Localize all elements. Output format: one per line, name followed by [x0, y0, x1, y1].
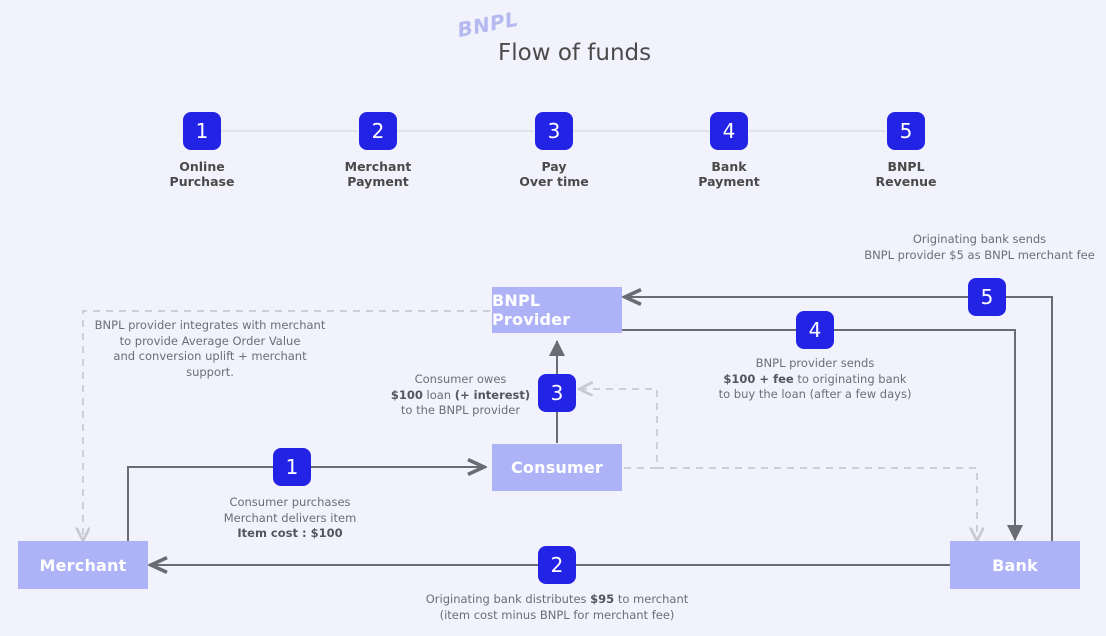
note-distribution: Originating bank distributes $95 to merc… — [413, 592, 701, 623]
wire-badge-2[interactable]: 2 — [538, 546, 576, 584]
step-3[interactable]: 3 Pay Over time — [494, 112, 614, 189]
step-5-badge: 5 — [887, 112, 925, 150]
note-bank-fee-line1: Originating bank sends — [912, 232, 1047, 246]
note-distribution-line1: Originating bank distributes $95 to merc… — [413, 592, 701, 608]
note-bank-fee: Originating bank sends BNPL provider $5 … — [857, 232, 1102, 263]
node-bnpl-provider-label: BNPL Provider — [492, 291, 571, 329]
note-purchase-item-cost: Item cost : $100 — [237, 526, 343, 540]
step-1[interactable]: 1 Online Purchase — [142, 112, 262, 189]
note-integration-line2: to provide Average Order Value — [119, 333, 301, 348]
step-2[interactable]: 2 Merchant Payment — [318, 112, 438, 189]
wire-badge-4[interactable]: 4 — [796, 311, 834, 349]
step-1-badge: 1 — [183, 112, 221, 150]
note-provider-sends-line3: to buy the loan (after a few days) — [718, 387, 912, 401]
note-distribution-amount: $95 — [590, 592, 615, 606]
step-4[interactable]: 4 Bank Payment — [669, 112, 789, 189]
node-bank[interactable]: Bank — [950, 541, 1080, 589]
step-3-label: Pay Over time — [519, 159, 589, 189]
step-2-badge: 2 — [359, 112, 397, 150]
step-3-badge: 3 — [535, 112, 573, 150]
node-merchant[interactable]: Merchant — [18, 541, 148, 589]
note-provider-sends-line1: BNPL provider sends — [755, 356, 875, 370]
note-provider-sends-rest: to originating bank — [793, 371, 907, 386]
note-purchase-line1: Consumer purchases — [229, 495, 351, 509]
note-purchase-line3: Item cost : $100 — [198, 526, 382, 542]
wire-badge-1[interactable]: 1 — [273, 448, 311, 486]
node-bank-label: Bank — [992, 555, 1038, 575]
note-consumer-owes-line2: $100 loan (+ interest) — [388, 388, 533, 404]
wire-badge-3[interactable]: 3 — [538, 374, 576, 412]
note-distribution-line2: (item cost minus BNPL for merchant fee) — [439, 607, 675, 622]
note-consumer-owes-mid: loan — [422, 387, 455, 402]
note-purchase: Consumer purchases Merchant delivers ite… — [198, 495, 382, 542]
title-kicker: BNPL — [455, 6, 521, 42]
node-consumer-label: Consumer — [510, 458, 604, 477]
step-4-badge: 4 — [710, 112, 748, 150]
note-integration-line3: and conversion uplift + merchant support… — [113, 349, 307, 379]
note-consumer-owes-line1: Consumer owes — [414, 372, 507, 386]
note-provider-sends-amount: $100 + fee — [723, 371, 794, 386]
wire-dashed-consumer-to-bank — [657, 467, 977, 540]
page-title: BNPL Flow of funds — [430, 7, 690, 72]
note-consumer-owes-interest: (+ interest) — [454, 387, 531, 402]
note-provider-sends: BNPL provider sends $100 + fee to origin… — [694, 356, 936, 403]
step-1-label: Online Purchase — [169, 159, 235, 189]
note-distribution-line1-a: Originating bank distributes — [425, 592, 591, 606]
note-purchase-line2: Merchant delivers item — [223, 510, 357, 525]
note-consumer-owes-amount: $100 — [390, 387, 423, 402]
step-5-label: BNPL Revenue — [875, 159, 937, 189]
note-bank-fee-line2: BNPL provider $5 as BNPL merchant fee — [864, 247, 1095, 262]
step-2-label: Merchant Payment — [344, 159, 412, 189]
note-provider-sends-line2: $100 + fee to originating bank — [694, 372, 936, 388]
title-main: Flow of funds — [498, 40, 652, 66]
node-merchant-label: Merchant — [39, 555, 127, 575]
node-consumer[interactable]: Consumer — [492, 444, 622, 491]
wire-badge-5[interactable]: 5 — [968, 278, 1006, 316]
wire-5-bank-to-provider — [626, 297, 1053, 541]
note-consumer-owes: Consumer owes $100 loan (+ interest) to … — [388, 372, 533, 419]
step-5[interactable]: 5 BNPL Revenue — [846, 112, 966, 189]
note-integration-line1: BNPL provider integrates with merchant — [94, 318, 326, 332]
step-4-label: Bank Payment — [698, 159, 760, 189]
note-consumer-owes-line3: to the BNPL provider — [400, 403, 521, 417]
note-integration: BNPL provider integrates with merchant t… — [90, 318, 330, 380]
note-distribution-line1-b: to merchant — [614, 592, 689, 606]
node-bnpl-provider[interactable]: BNPL Provider — [492, 287, 622, 333]
